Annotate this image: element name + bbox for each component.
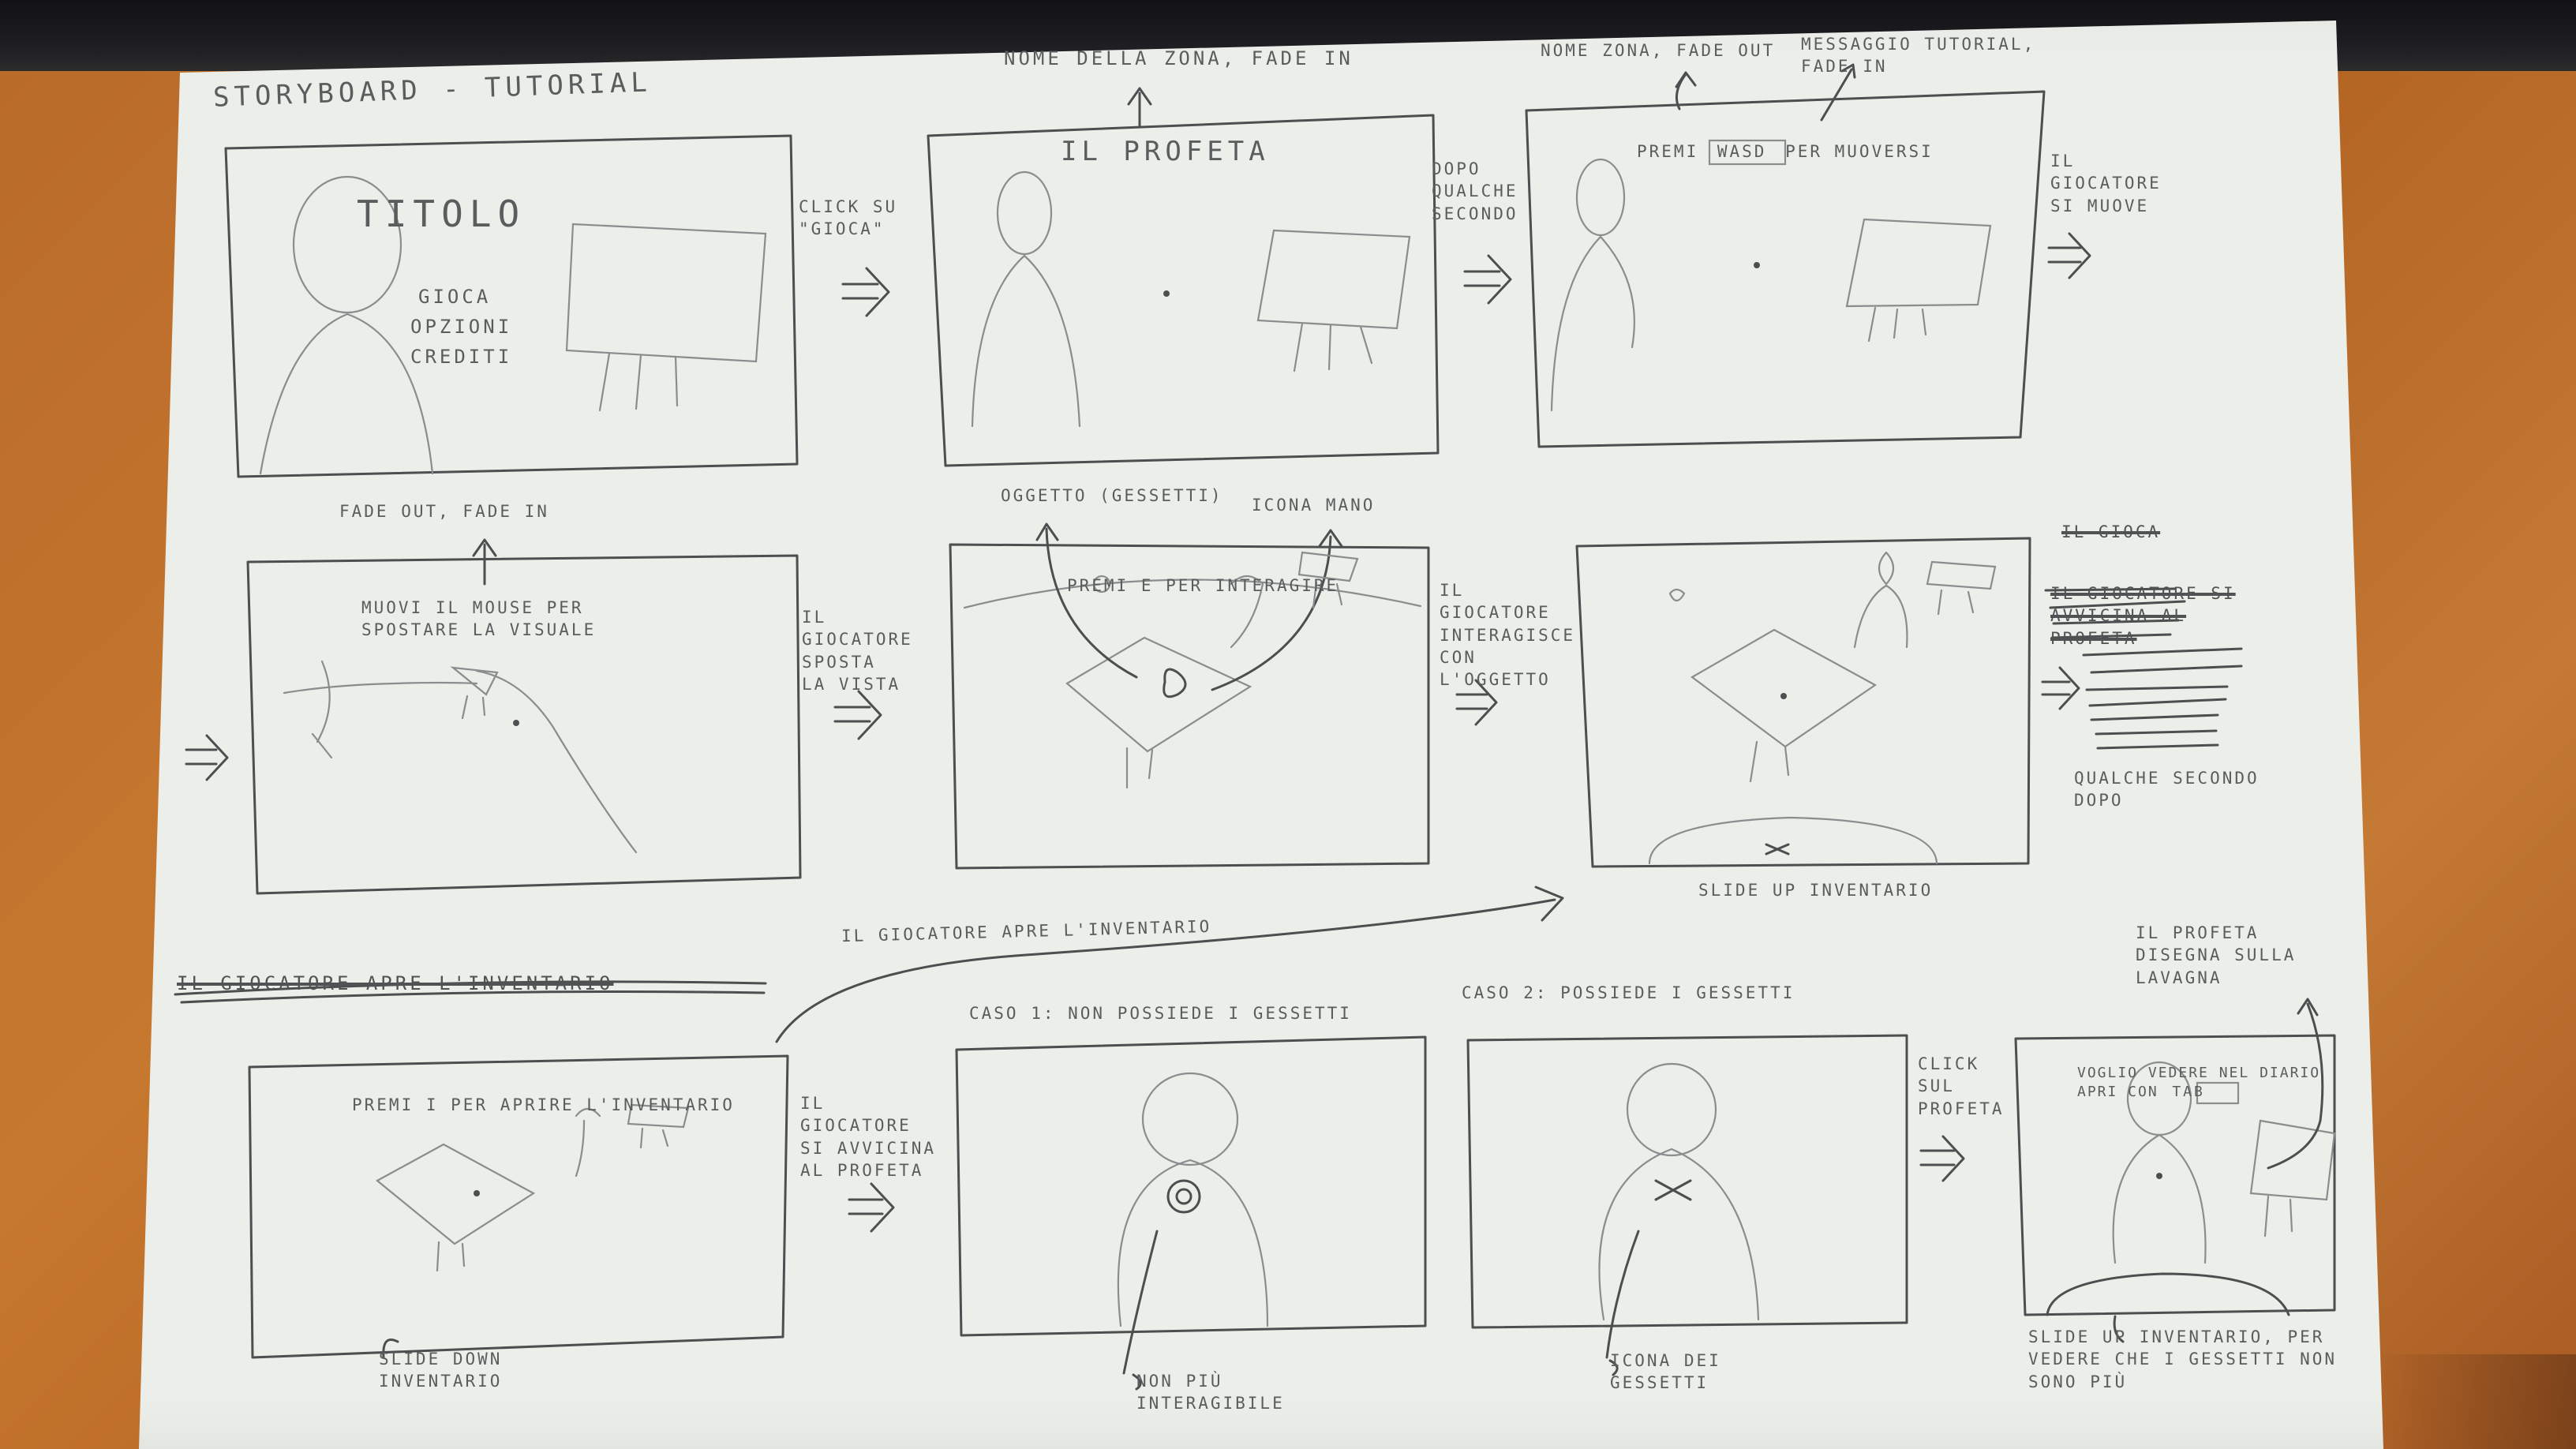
panel-4-frame: [246, 554, 802, 895]
panel-10-caption: SLIDE UP INVENTARIO, PER VEDERE CHE I GE…: [2028, 1327, 2338, 1391]
panel-3-annotation-left: NOME ZONA, FADE OUT: [1541, 41, 1776, 60]
panel-1-menu-item-3: CREDITI: [410, 346, 513, 368]
panel-4-annotation: FADE OUT, FADE IN: [339, 502, 549, 521]
side-note: QUALCHE SECONDO DOPO: [2074, 769, 2260, 811]
panel-3-frame: [1525, 90, 2046, 448]
arrow-3-label: IL GIOCATORE SI MUOVE: [2050, 152, 2162, 215]
arrow-2: [1463, 254, 1512, 305]
side-note-struck-2: IL GIOCATORE SI AVVICINA AL PROFETA: [2050, 584, 2236, 648]
panel-5-annotation-right: ICONA MANO: [1252, 496, 1376, 515]
panel-2-zone-name: IL PROFETA: [1061, 136, 1270, 167]
desk-shadow: [2371, 1354, 2576, 1449]
panel-7-message-suffix: PER APRIRE L'INVENTARIO: [451, 1095, 735, 1114]
panel-8-caption: NON PIÙ INTERAGIBILE: [1136, 1372, 1285, 1413]
panel-7-message-prefix: PREMI: [352, 1095, 414, 1114]
arrow-9-label: CLICK SUL PROFETA: [1918, 1054, 2005, 1118]
panel-4-message: MUOVI IL MOUSE PER SPOSTARE LA VISUALE: [361, 598, 597, 640]
arrow-1-label: CLICK SU "GIOCA": [799, 197, 898, 239]
panel-9-heading: CASO 2: POSSIEDE I GESSETTI: [1462, 983, 1795, 1002]
arrow-5: [1455, 679, 1498, 726]
panel-5-message-prefix: PREMI: [1067, 576, 1129, 595]
panel-7-frame: [248, 1054, 789, 1359]
panel-3-message-prefix: PREMI: [1637, 142, 1699, 161]
panel-8-heading: CASO 1: NON POSSIEDE I GESSETTI: [969, 1004, 1352, 1023]
panel-6-caption: SLIDE UP INVENTARIO: [1698, 881, 1934, 900]
panel-9-caption: ICONA DEI GESSETTI: [1610, 1351, 1721, 1393]
panel-3-annotation-right: MESSAGGIO TUTORIAL, FADE IN: [1801, 35, 2036, 77]
panel-5-annotation-left: OGGETTO (GESSETTI): [1001, 486, 1223, 505]
panel-5-tutorial-message: PREMI E PER INTERAGIRE: [1067, 575, 1339, 597]
panel-5-frame: [949, 543, 1430, 870]
arrow-4-label: IL GIOCATORE SPOSTA LA VISTA: [802, 608, 913, 695]
panel-5-key: E: [1140, 576, 1154, 595]
panel-3-keys: WASD: [1717, 142, 1767, 161]
arrow-1: [841, 267, 890, 317]
panel-8-frame: [955, 1035, 1427, 1337]
panel-7-tutorial-message: PREMI I PER APRIRE L'INVENTARIO: [352, 1094, 735, 1116]
panel-7-key: I: [425, 1095, 439, 1114]
arrow-7-label: IL GIOCATORE SI AVVICINA AL PROFETA: [800, 1094, 937, 1181]
panel-6-frame: [1575, 537, 2031, 868]
panel-9-frame: [1466, 1034, 1908, 1329]
arrow-3: [2047, 232, 2091, 279]
arrow-2-label: DOPO QUALCHE SECONDO: [1432, 159, 1518, 223]
arrow-4: [833, 690, 882, 740]
panel-5-message-suffix: PER INTERAGIRE: [1166, 576, 1339, 595]
panel-7-caption: SLIDE DOWN INVENTARIO: [379, 1350, 503, 1391]
panel-10-frame: [2014, 1034, 2336, 1316]
arrow-7: [848, 1182, 895, 1233]
panel-1-menu-item-1: GIOCA: [418, 286, 492, 308]
panel-10-key: TAB: [2172, 1084, 2205, 1101]
row-3-struck-heading: IL GIOCATORE APRE L'INVENTARIO: [177, 972, 614, 994]
panel-10-message-block: VOGLIO VEDERE NEL DIARIO APRI CON TAB: [2077, 1064, 2330, 1103]
panel-1-frame: [224, 134, 799, 478]
panel-2-annotation: NOME DELLA ZONA, FADE IN: [1004, 47, 1354, 69]
curve-arrow: [775, 886, 1564, 1043]
side-note-struck-1: IL GIOCA: [2061, 522, 2161, 541]
arrow-row2-entry: [185, 734, 229, 781]
panel-3-tutorial-message: PREMI WASD PER MUOVERSI: [1637, 140, 1934, 163]
panel-2-frame: [927, 114, 1440, 467]
panel-10-annotation: IL PROFETA DISEGNA SULLA LAVAGNA: [2136, 923, 2297, 987]
panel-10-message: VOGLIO VEDERE NEL DIARIO APRI CON: [2077, 1065, 2321, 1101]
panel-1-title: TITOLO: [357, 193, 526, 235]
panel-1-menu-item-2: OPZIONI: [410, 316, 513, 338]
panel-3-message-suffix: PER MUOVERSI: [1785, 142, 1934, 161]
arrow-6: [2041, 666, 2080, 710]
arrow-5-label: IL GIOCATORE INTERAGISCE CON L'OGGETTO: [1440, 581, 1576, 690]
arrow-9: [1919, 1135, 1965, 1182]
